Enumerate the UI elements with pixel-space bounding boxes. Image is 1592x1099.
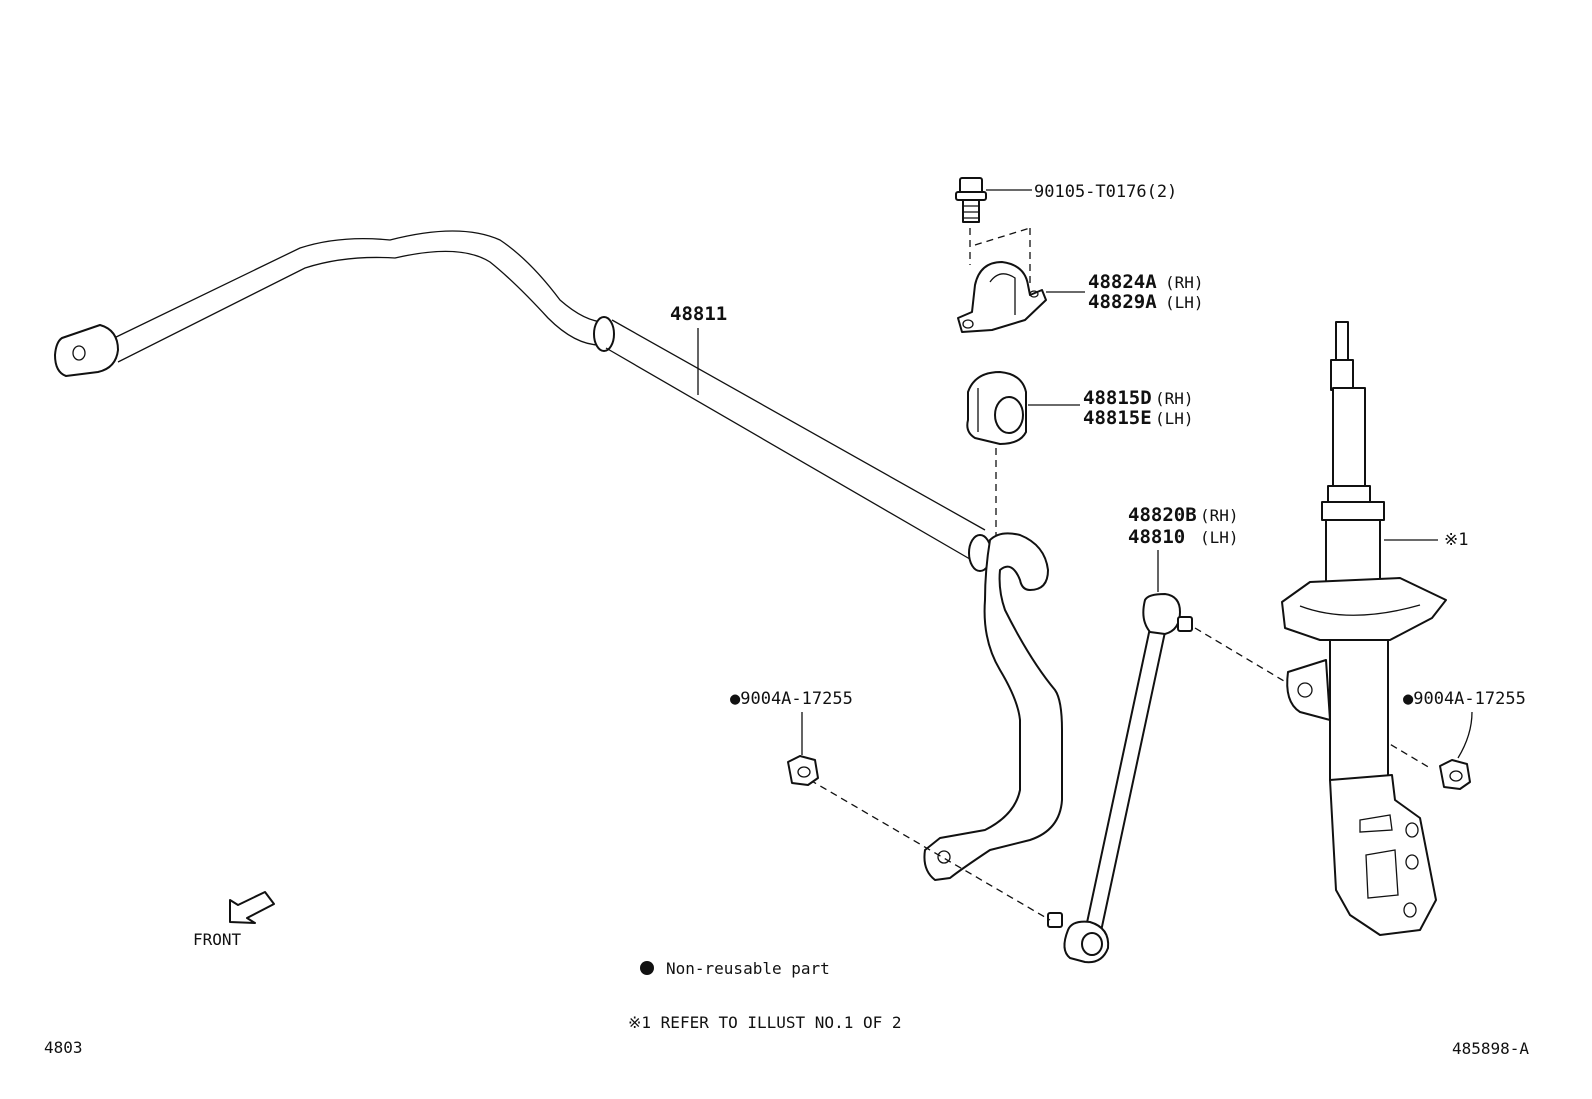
bolt[interactable]	[955, 177, 987, 223]
footer-right-code: 485898-A	[1452, 1039, 1529, 1058]
label-nut-right: ●9004A-17255	[1403, 689, 1526, 709]
label-bracket-lh: 48829A	[1088, 291, 1157, 313]
stabilizer-bar[interactable]	[54, 230, 1063, 881]
label-non-reusable: Non-reusable part	[666, 959, 830, 978]
strut-assembly[interactable]	[1281, 321, 1447, 936]
stabilizer-link[interactable]	[1047, 593, 1193, 964]
nut-left[interactable]	[787, 755, 819, 786]
nut-right[interactable]	[1439, 759, 1471, 790]
label-strut-ref: ※1	[1444, 530, 1468, 550]
front-arrow-icon	[229, 891, 275, 924]
label-bushing-rh: 48815D	[1083, 387, 1152, 409]
label-bracket-lh-side: (LH)	[1165, 293, 1204, 312]
label-bolt: 90105-T0176(2)	[1034, 182, 1177, 202]
label-link-rh: 48820B	[1128, 504, 1197, 526]
label-bushing-lh: 48815E	[1083, 407, 1152, 429]
label-link-lh-side: (LH)	[1200, 528, 1239, 547]
label-stabilizer-bar: 48811	[670, 303, 727, 325]
label-link-lh: 48810	[1128, 526, 1185, 548]
stabilizer-bracket[interactable]	[957, 261, 1047, 333]
label-link-rh-side: (RH)	[1200, 506, 1239, 525]
label-bushing-lh-side: (LH)	[1155, 409, 1194, 428]
label-bracket-rh: 48824A	[1088, 271, 1157, 293]
label-front: FRONT	[193, 930, 242, 949]
label-bushing-rh-side: (RH)	[1155, 389, 1194, 408]
footer-left-code: 4803	[44, 1038, 83, 1057]
label-nut-left: ●9004A-17255	[730, 689, 853, 709]
stabilizer-bushing[interactable]	[966, 371, 1027, 445]
label-refer-note: ※1 REFER TO ILLUST NO.1 OF 2	[628, 1013, 902, 1032]
label-bracket-rh-side: (RH)	[1165, 273, 1204, 292]
non-reusable-bullet-icon	[640, 961, 654, 975]
